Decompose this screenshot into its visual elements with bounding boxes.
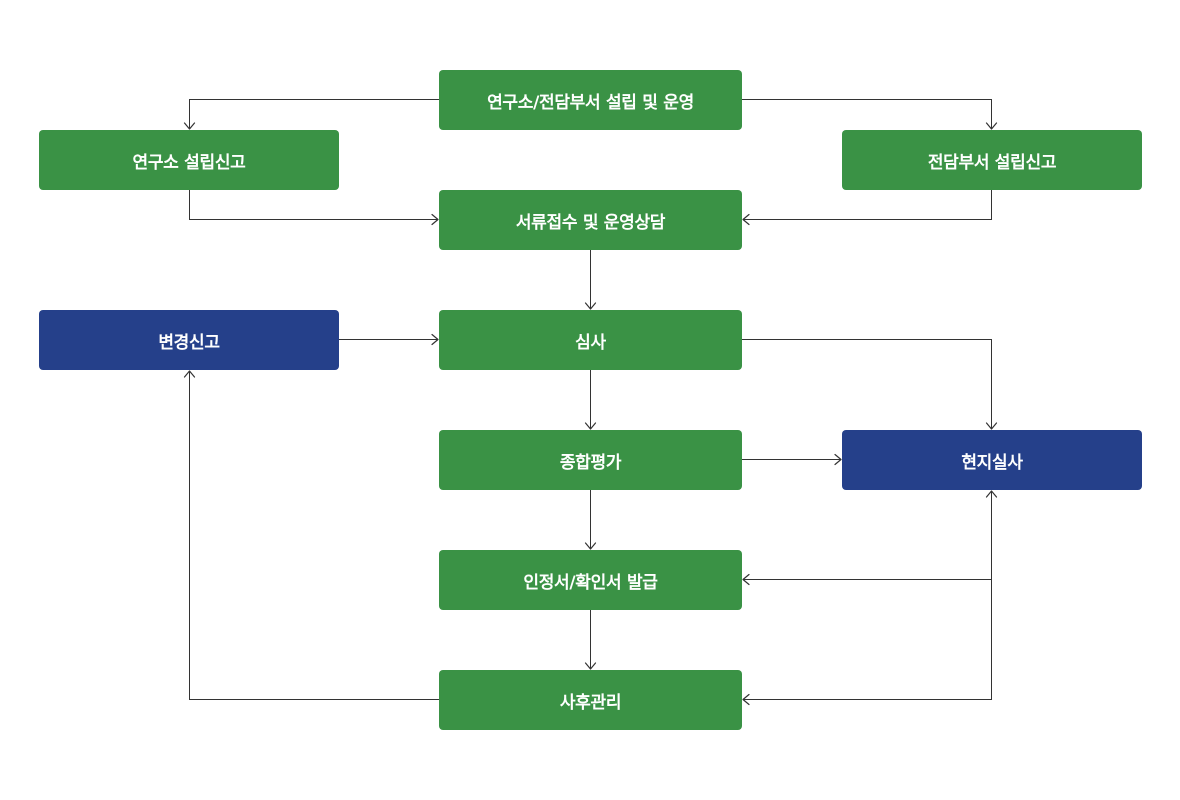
node-site-inspection: 현지실사 (842, 430, 1142, 490)
edge-review-to-eval (584, 370, 597, 430)
node-lab-dept-setup-operation: 연구소/전담부서 설립 및 운영 (439, 70, 742, 130)
node-review: 심사 (439, 310, 742, 370)
edge-setup-to-dept (742, 99, 998, 130)
edge-eval-to-cert (584, 490, 597, 550)
node-document-receipt-consult: 서류접수 및 운영상담 (439, 190, 742, 250)
edge-review-to-site (742, 339, 998, 430)
node-label: 변경신고 (158, 332, 220, 353)
node-label: 연구소/전담부서 설립 및 운영 (487, 92, 694, 113)
node-label: 서류접수 및 운영상담 (515, 212, 666, 233)
node-label: 현지실사 (961, 452, 1023, 473)
node-label: 심사 (575, 332, 606, 353)
edge-dept-to-receipt (742, 190, 992, 226)
node-label: 종합평가 (559, 452, 622, 473)
node-label: 연구소 설립신고 (132, 152, 246, 173)
node-certificate-issuance: 인정서/확인서 발급 (439, 550, 742, 610)
edge-after-to-change (183, 370, 439, 700)
node-lab-setup-report: 연구소 설립신고 (39, 130, 339, 190)
edge-site-to-after (742, 579, 992, 706)
node-follow-up-management: 사후관리 (439, 670, 742, 730)
edge-lab-to-receipt (189, 190, 439, 226)
node-label: 인정서/확인서 발급 (523, 572, 658, 593)
node-label: 사후관리 (559, 692, 622, 713)
edge-setup-to-lab (183, 99, 439, 130)
edge-receipt-to-review (584, 250, 597, 310)
edge-site-to-cert (742, 490, 998, 586)
node-change-report: 변경신고 (39, 310, 339, 370)
edge-cert-to-after (584, 610, 597, 670)
node-comprehensive-evaluation: 종합평가 (439, 430, 742, 490)
edge-eval-to-site (742, 453, 842, 466)
edge-change-to-review (339, 333, 439, 346)
node-label: 전담부서 설립신고 (927, 152, 1057, 173)
node-dept-setup-report: 전담부서 설립신고 (842, 130, 1142, 190)
